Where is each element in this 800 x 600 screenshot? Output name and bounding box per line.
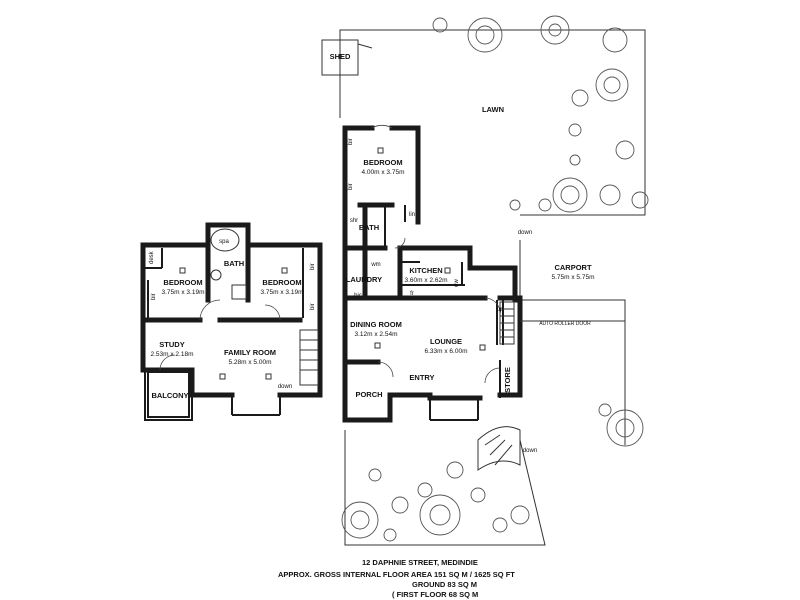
kitchen-dimensions: 3.60m x 2.62m [405, 277, 448, 284]
stairs-up-label: up [497, 307, 504, 313]
address-line: 12 DAPHNIE STREET, MEDINDIE [362, 558, 478, 567]
ground-floor-labels: SHED LAWN BEDROOM 4.00m x 3.75m BATH LAU… [330, 52, 595, 454]
carport-label: CARPORT [554, 263, 592, 272]
study-label: STUDY [159, 340, 184, 349]
spa-label: spa [219, 239, 229, 245]
bedroom-label: BEDROOM [363, 158, 402, 167]
shed-label: SHED [330, 52, 351, 61]
site-boundary [321, 29, 646, 546]
floor-area-line: APPROX. GROSS INTERNAL FLOOR AREA 151 SQ… [278, 570, 515, 579]
carport-dimensions: 5.75m x 5.75m [552, 274, 595, 281]
auto-roller-door-label: AUTO ROLLER DOOR [539, 321, 591, 327]
ground-floor-walls [342, 125, 523, 423]
dishwasher-label: dw [454, 278, 460, 286]
family-room-label: FAMILY ROOM [224, 348, 276, 357]
balcony-label: BALCONY [151, 391, 188, 400]
shed-outline [321, 39, 359, 76]
lounge-label: LOUNGE [430, 337, 462, 346]
desk-label: desk [149, 250, 155, 264]
bic-label: bic [354, 293, 362, 299]
stairs-down-label: down [518, 230, 532, 236]
bir-label: bir [310, 263, 316, 270]
linen-label: lin [409, 212, 415, 218]
laundry-label: LAUNDRY [346, 275, 382, 284]
bedroom-left-label: BEDROOM [163, 278, 202, 287]
bedroom-right-dimensions: 3.75m x 3.19m [261, 289, 304, 296]
room-markers [179, 147, 486, 380]
bedroom-right-label: BEDROOM [262, 278, 301, 287]
entry-label: ENTRY [409, 373, 434, 382]
bedroom-left-dimensions: 3.75m x 3.19m [162, 289, 205, 296]
bir-label: bir [348, 138, 354, 145]
stairs-down-label: down [278, 384, 292, 390]
ground-floor-doors [371, 124, 625, 471]
shower-label: shr [350, 218, 358, 224]
fridge-label: fr [410, 291, 414, 297]
bedroom-dimensions: 4.00m x 3.75m [362, 169, 405, 176]
store-label: STORE [503, 367, 512, 393]
first-floor-labels: spa BATH BEDROOM 3.75m x 3.19m BEDROOM 3… [149, 239, 316, 400]
porch-label: PORCH [355, 390, 382, 399]
dining-room-label: DINING ROOM [350, 320, 402, 329]
bath-label: BATH [359, 223, 379, 232]
family-room-dimensions: 5.28m x 5.00m [229, 359, 272, 366]
first-floor-walls [140, 222, 323, 421]
kitchen-label: KITCHEN [409, 266, 442, 275]
washing-machine-label: wm [370, 262, 380, 268]
dining-room-dimensions: 3.12m x 2.54m [355, 331, 398, 338]
first-floor-area-line: ( FIRST FLOOR 68 SQ M [392, 590, 479, 599]
study-dimensions: 2.53m x 2.18m [151, 351, 194, 358]
bir-label: bir [348, 183, 354, 190]
bir-label: bir [310, 303, 316, 310]
lounge-dimensions: 6.33m x 6.00m [425, 348, 468, 355]
garden-plants [341, 15, 649, 542]
bir-label: bir [151, 293, 157, 300]
lawn-label: LAWN [482, 105, 504, 114]
stairs-down-label: down [523, 448, 537, 454]
bath-label: BATH [224, 259, 244, 268]
ground-area-line: GROUND 83 SQ M [412, 580, 478, 589]
